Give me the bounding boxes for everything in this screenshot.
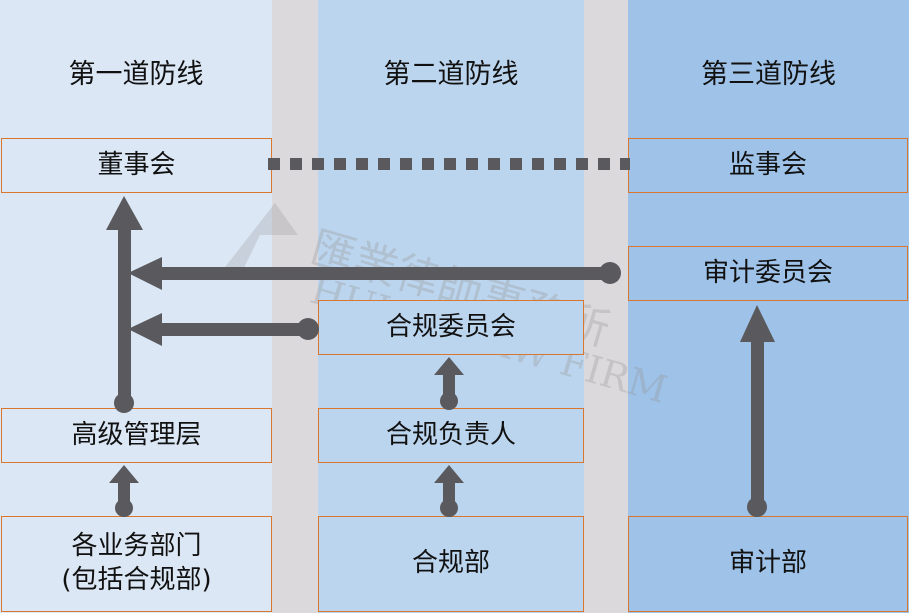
- watermark-logo-icon: [215, 203, 298, 280]
- business-departments-box: 各业务部门 (包括合规部): [1, 516, 272, 612]
- compliance-committee-box: 合规委员会: [318, 300, 584, 355]
- compliance-officer-box: 合规负责人: [318, 408, 584, 463]
- first-line-column: 第一道防线: [0, 0, 272, 613]
- compliance-committee-label: 合规委员会: [385, 311, 516, 342]
- supervisory-board-box: 监事会: [628, 138, 908, 193]
- audit-department-box: 审计部: [628, 516, 908, 612]
- compliance-department-box: 合规部: [318, 516, 584, 612]
- board-box: 董事会: [1, 138, 272, 193]
- business-departments-label-line1: 各业务部门: [71, 531, 202, 562]
- audit-committee-box: 审计委员会: [628, 246, 908, 301]
- business-departments-label-line2: (包括合规部): [61, 565, 212, 595]
- board-label: 董事会: [97, 149, 176, 180]
- compliance-officer-label: 合规负责人: [385, 419, 516, 450]
- audit-committee-label: 审计委员会: [702, 257, 833, 288]
- compliance-department-label: 合规部: [411, 548, 490, 579]
- second-line-title: 第二道防线: [383, 59, 519, 90]
- supervisory-board-label: 监事会: [728, 149, 807, 180]
- third-line-title: 第三道防线: [701, 59, 836, 90]
- senior-management-label: 高级管理层: [71, 419, 202, 450]
- first-line-title: 第一道防线: [68, 59, 204, 90]
- senior-management-box: 高级管理层: [1, 408, 272, 463]
- audit-department-label: 审计部: [728, 548, 807, 579]
